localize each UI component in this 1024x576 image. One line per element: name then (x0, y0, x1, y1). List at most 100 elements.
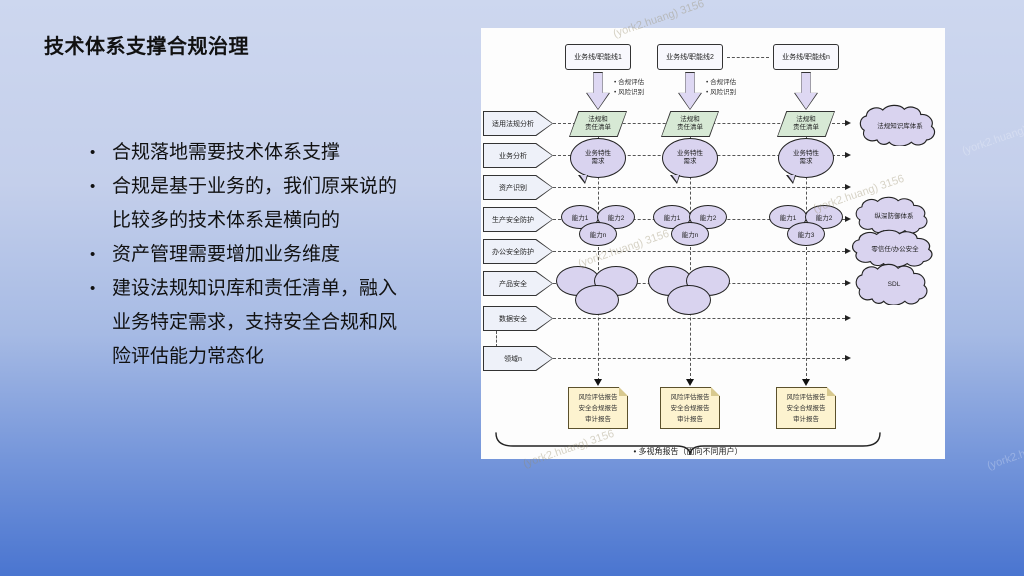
down-block-arrow-icon (678, 72, 702, 110)
business-line-label: 业务线/职能线n (782, 54, 830, 61)
regulation-list-shape: 法规和责任清单 (569, 111, 627, 137)
row-label-pentagon: 适用法规分析 (483, 111, 553, 136)
capability-label: 能力2 (815, 215, 833, 222)
report-note: 风险评估报告 安全合规报告 审计报告 (776, 387, 836, 429)
capability-label: 能力1 (779, 215, 797, 222)
capability-label: 能力2 (699, 215, 717, 222)
report-line: 安全合规报告 (578, 404, 618, 412)
cloud-label: 纵深防御体系 (874, 213, 914, 220)
capability-ellipse: 能力n (579, 222, 617, 246)
dashed-line (806, 111, 807, 381)
regulation-list-line: 法规和 (796, 115, 816, 123)
business-line-box: 业务线/职能线2 (657, 44, 723, 70)
dashed-line (598, 111, 599, 381)
capability-ellipse (667, 285, 711, 315)
annotation-line: 合规评估 (706, 78, 736, 88)
down-block-arrow-icon (794, 72, 818, 110)
arrowhead-icon (845, 216, 851, 222)
bullet-item: 建设法规知识库和责任清单，融入业务特定需求，支持安全合规和风险评估能力常态化 (88, 272, 400, 374)
brace-icon (493, 430, 883, 456)
capability-label: 能力1 (663, 215, 681, 222)
capability-ellipse (575, 285, 619, 315)
row-label: 资产识别 (499, 184, 527, 192)
bubble-tail-icon (578, 175, 588, 184)
arrowhead-icon (845, 184, 851, 190)
regulation-list-line: 责任清单 (585, 124, 611, 131)
report-note: 风险评估报告 安全合规报告 审计报告 (568, 387, 628, 429)
business-need-line: 需求 (799, 158, 813, 165)
row-label-pentagon: 产品安全 (483, 271, 553, 296)
report-note: 风险评估报告 安全合规报告 审计报告 (660, 387, 720, 429)
bubble-tail-icon (670, 175, 680, 184)
arrow-annotation: 合规评估 风险识别 (706, 78, 736, 98)
down-arrowhead-icon (594, 379, 602, 386)
business-need-line: 业务特性 (793, 149, 819, 157)
footer-note: 多视角报告（面向不同用户） (493, 446, 883, 457)
system-cloud: 法规知识库体系 (857, 104, 943, 146)
arrowhead-icon (845, 152, 851, 158)
regulation-list-line: 法规和 (680, 115, 700, 123)
annotation-line: 风险识别 (614, 88, 644, 98)
diagram-panel: 业务线/职能线1 业务线/职能线2 业务线/职能线n 合规评估 风险识别 合规评… (481, 0, 945, 470)
regulation-list-line: 责任清单 (677, 124, 703, 131)
business-need-line: 需求 (683, 158, 697, 165)
annotation-line: 合规评估 (614, 78, 644, 88)
row-label: 业务分析 (499, 152, 527, 160)
down-arrowhead-icon (802, 379, 810, 386)
bullet-list: 合规落地需要技术体系支撑 合规是基于业务的，我们原来说的比较多的技术体系是横向的… (88, 136, 400, 374)
row-label: 数据安全 (499, 315, 527, 323)
bullet-item: 合规落地需要技术体系支撑 (88, 136, 400, 170)
business-need-line: 业务特性 (677, 149, 703, 157)
report-line: 审计报告 (585, 415, 611, 423)
system-cloud: SDL (853, 263, 935, 305)
cloud-label: SDL (887, 280, 901, 288)
bullet-item: 资产管理需要增加业务维度 (88, 238, 400, 272)
business-need-bubble: 业务特性需求 (778, 138, 834, 178)
capability-ellipse: 能力2 (597, 205, 635, 229)
arrowhead-icon (845, 315, 851, 321)
watermark: (york2.huang) 3156 (960, 115, 1024, 158)
report-line: 风险评估报告 (786, 393, 826, 401)
watermark: (york2.huang) 3156 (611, 0, 706, 41)
dashed-line (553, 318, 845, 319)
regulation-list-shape: 法规和责任清单 (777, 111, 835, 137)
capability-label: 能力n (681, 232, 699, 239)
row-label-pentagon: 生产安全防护 (483, 207, 553, 232)
system-cloud: 零信任/办公安全 (849, 229, 941, 267)
footer-note-text: 多视角报告（面向不同用户） (633, 447, 742, 456)
regulation-list-shape: 法规和责任清单 (661, 111, 719, 137)
row-label-pentagon: 业务分析 (483, 143, 553, 168)
dashed-line (727, 57, 769, 58)
capability-label: 能力3 (797, 232, 815, 239)
dashed-line (553, 187, 845, 188)
bullet-item: 合规是基于业务的，我们原来说的比较多的技术体系是横向的 (88, 170, 400, 238)
down-arrowhead-icon (686, 379, 694, 386)
arrowhead-icon (845, 248, 851, 254)
annotation-line: 风险识别 (706, 88, 736, 98)
row-label: 适用法规分析 (492, 120, 534, 128)
business-need-line: 业务特性 (585, 149, 611, 157)
row-label: 生产安全防护 (492, 216, 534, 224)
capability-ellipse: 能力n (671, 222, 709, 246)
capability-label: 能力n (589, 232, 607, 239)
dashed-line (690, 111, 691, 381)
down-block-arrow-icon (586, 72, 610, 110)
business-need-bubble: 业务特性需求 (570, 138, 626, 178)
capability-label: 能力2 (607, 215, 625, 222)
dashed-line (496, 331, 497, 347)
cloud-label: 法规知识库体系 (877, 123, 923, 130)
page-title: 技术体系支撑合规治理 (44, 36, 249, 58)
capability-ellipse: 能力3 (787, 222, 825, 246)
business-line-label: 业务线/职能线1 (574, 54, 622, 61)
cloud-label: 零信任/办公安全 (871, 246, 919, 253)
row-label: 办公安全防护 (492, 248, 534, 256)
report-line: 安全合规报告 (670, 404, 710, 412)
business-line-box: 业务线/职能线1 (565, 44, 631, 70)
bubble-tail-icon (786, 175, 796, 184)
row-label-pentagon: 资产识别 (483, 175, 553, 200)
row-label-pentagon: 领域n (483, 346, 553, 371)
cloud-icon (855, 263, 928, 305)
regulation-list-line: 法规和 (588, 115, 608, 123)
dashed-line (553, 251, 845, 252)
